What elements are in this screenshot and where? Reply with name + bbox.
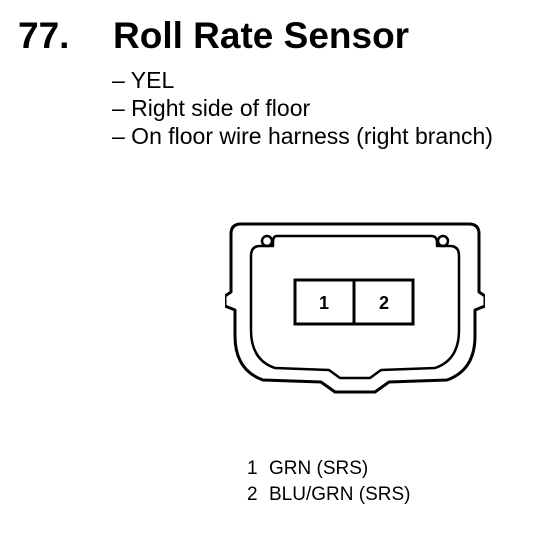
- component-number: 77.: [18, 15, 70, 56]
- latch-left: [260, 234, 274, 248]
- component-heading: 77. Roll Rate Sensor: [18, 12, 548, 60]
- connector-housing-outer: [225, 222, 485, 394]
- pin-item: 2 BLU/GRN (SRS): [247, 482, 410, 508]
- detail-harness: – On floor wire harness (right branch): [112, 123, 493, 149]
- cavity-2-label: 2: [379, 293, 389, 313]
- component-title: Roll Rate Sensor: [113, 15, 410, 56]
- pin-number: 2: [247, 484, 258, 505]
- pin-number: 1: [247, 458, 258, 479]
- latch-right: [436, 234, 450, 248]
- connector-housing-inner: [249, 234, 461, 380]
- pin-list: 1 GRN (SRS) 2 BLU/GRN (SRS): [247, 456, 410, 508]
- detail-location: – Right side of floor: [112, 95, 311, 121]
- component-details: – YEL – Right side of floor – On floor w…: [112, 66, 493, 150]
- connector-diagram: 1 2: [225, 222, 485, 394]
- pin-circuit: BLU/GRN (SRS): [269, 484, 411, 505]
- pin-item: 1 GRN (SRS): [247, 456, 410, 482]
- pin-circuit: GRN (SRS): [269, 458, 369, 479]
- detail-color: – YEL: [112, 67, 175, 93]
- cavity-1-label: 1: [319, 293, 329, 313]
